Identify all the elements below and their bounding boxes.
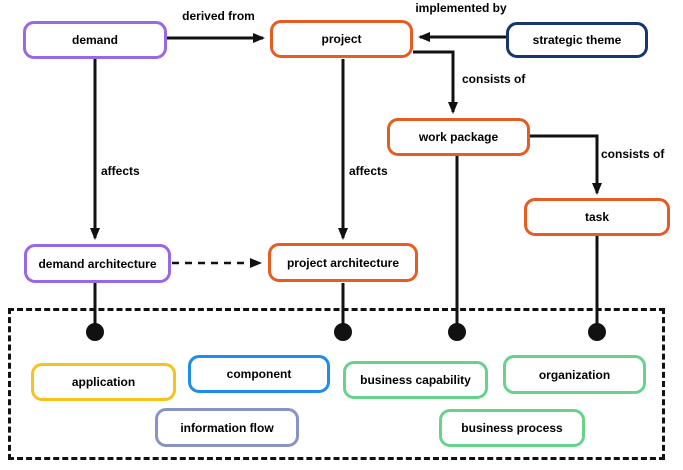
node-demand-architecture: demand architecture bbox=[24, 244, 171, 283]
edge-label-consists-of-work-package: consists of bbox=[601, 147, 665, 161]
node-demand: demand bbox=[23, 21, 167, 59]
node-organization-label: organization bbox=[538, 367, 611, 382]
node-strategic-theme: strategic theme bbox=[506, 22, 648, 58]
node-project-label: project bbox=[321, 32, 362, 46]
node-project: project bbox=[270, 20, 413, 58]
ball-end-demand-architecture bbox=[86, 323, 104, 341]
node-project-architecture: project architecture bbox=[268, 243, 418, 282]
node-business-capability-label: business capability bbox=[360, 373, 471, 387]
node-information-flow: information flow bbox=[155, 408, 299, 447]
ball-end-project-architecture bbox=[334, 323, 352, 341]
node-organization: organization bbox=[503, 355, 646, 394]
node-strategic-theme-label: strategic theme bbox=[532, 33, 622, 47]
edge-consists-of-work-package bbox=[530, 134, 602, 195]
node-demand-label: demand bbox=[71, 33, 118, 47]
node-information-flow-label: information flow bbox=[180, 420, 274, 435]
edge-label-implemented-by: implemented by bbox=[415, 1, 507, 15]
node-component: component bbox=[188, 355, 330, 393]
node-application-label: application bbox=[71, 375, 136, 389]
node-business-capability: business capability bbox=[343, 361, 488, 399]
node-application: application bbox=[31, 363, 176, 401]
edge-label-affects-project: affects bbox=[349, 164, 388, 178]
node-task: task bbox=[524, 198, 670, 236]
node-work-package-label: work package bbox=[418, 130, 499, 144]
architecture-elements-container bbox=[8, 308, 665, 460]
node-business-process: business process bbox=[439, 409, 585, 447]
ball-end-work-package bbox=[448, 323, 466, 341]
node-business-process-label: business process bbox=[461, 421, 563, 435]
node-task-label: task bbox=[584, 210, 610, 224]
node-component-label: component bbox=[226, 367, 292, 381]
node-demand-architecture-label: demand architecture bbox=[38, 256, 157, 271]
edge-consists-of-project bbox=[413, 50, 458, 114]
node-work-package: work package bbox=[387, 118, 530, 156]
edge-label-consists-of-project: consists of bbox=[462, 72, 526, 86]
edge-label-derived-from: derived from bbox=[182, 9, 255, 23]
edge-label-affects-demand: affects bbox=[101, 164, 140, 178]
node-project-architecture-label: project architecture bbox=[286, 255, 400, 270]
ball-end-task bbox=[588, 323, 606, 341]
